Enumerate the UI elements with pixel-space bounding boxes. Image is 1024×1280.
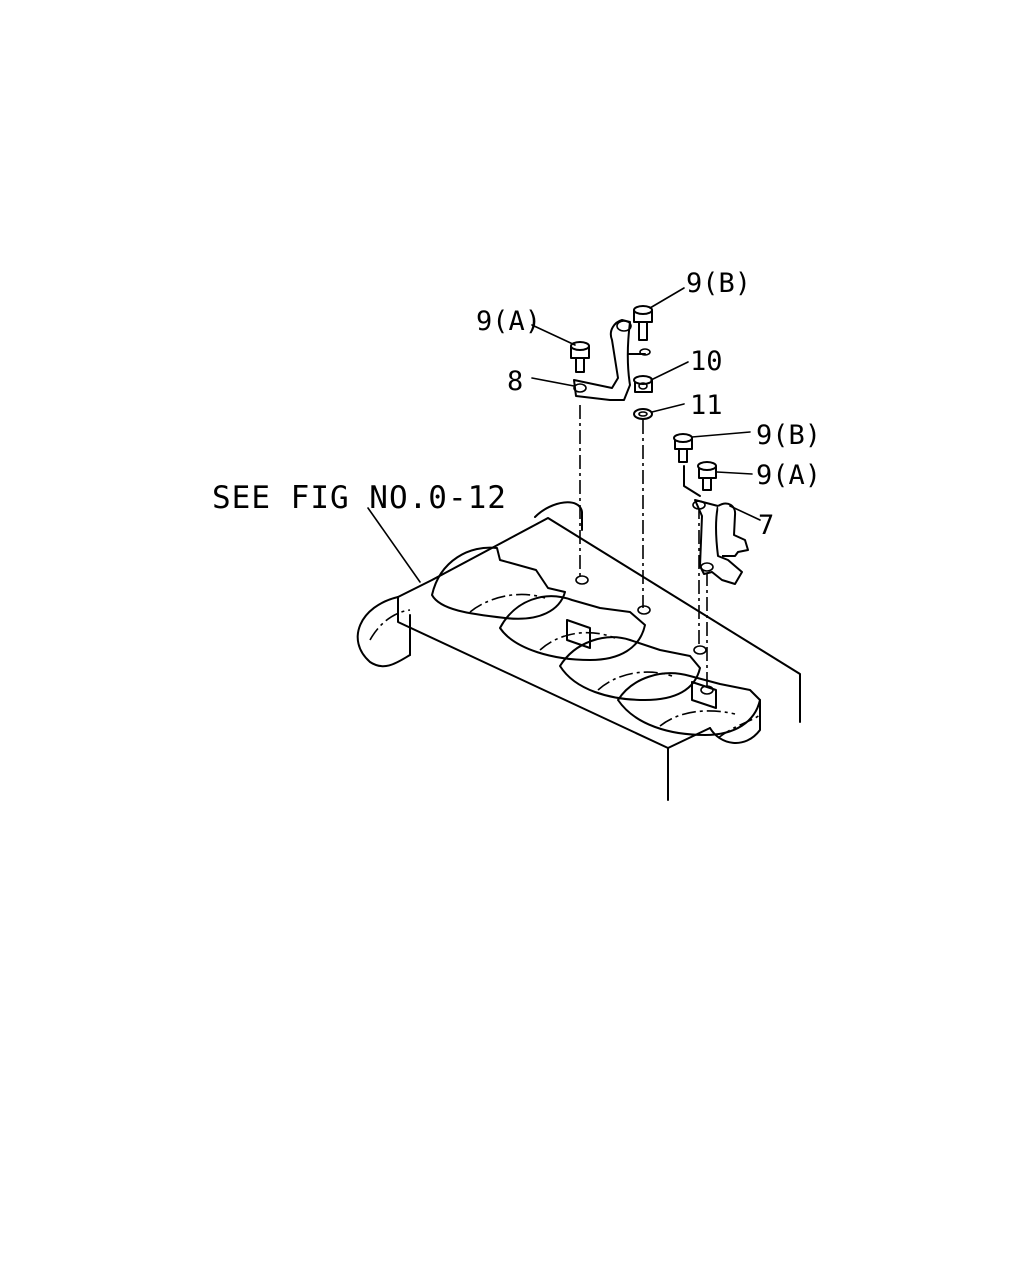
label-9b-top: 9(B) (686, 268, 751, 299)
bolt-9b-right (673, 433, 701, 497)
bracket-7 (692, 499, 749, 585)
washer-11 (633, 408, 653, 420)
callout-labels: SEE FIG NO.0-12 9(A) 9(B) 8 10 11 9(B) 9… (212, 268, 821, 541)
nut-10 (633, 375, 653, 393)
leader-lines (367, 287, 761, 583)
assembly-lines (579, 405, 708, 688)
bolt-9b-top (633, 305, 653, 356)
label-9a-left: 9(A) (476, 306, 541, 337)
label-9b-right: 9(B) (756, 420, 821, 451)
label-9a-right: 9(A) (756, 460, 821, 491)
label-11: 11 (690, 390, 723, 421)
bolt-9a-right (697, 461, 717, 491)
label-7: 7 (758, 510, 774, 541)
reference-note: SEE FIG NO.0-12 (212, 480, 507, 516)
bolt-9a-left (570, 341, 590, 373)
label-8: 8 (507, 366, 523, 397)
label-10: 10 (690, 346, 723, 377)
engine-block (356, 501, 801, 801)
